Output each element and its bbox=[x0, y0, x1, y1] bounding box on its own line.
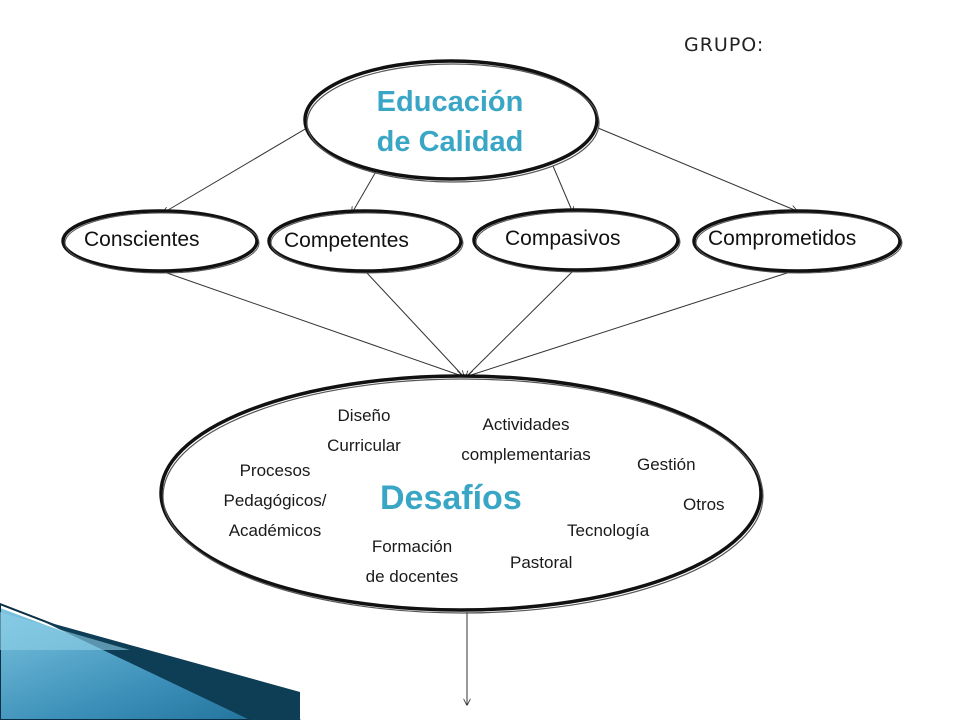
value-node-shapes bbox=[61, 208, 903, 274]
challenge-actividades-line2: complementarias bbox=[461, 445, 591, 464]
challenge-formacion-line2: de docentes bbox=[365, 567, 459, 586]
challenge-procesos-line1: Procesos bbox=[239, 461, 311, 480]
challenge-diseno-line2: Curricular bbox=[327, 436, 401, 455]
challenges-node-shape bbox=[159, 374, 763, 612]
challenge-otros: Otros bbox=[683, 495, 725, 514]
challenges-title: Desafíos bbox=[380, 479, 522, 517]
challenge-diseno: Diseño Curricular bbox=[314, 401, 414, 461]
challenges-node-shadow bbox=[162, 378, 764, 614]
corner-decoration bbox=[0, 602, 301, 720]
challenge-procesos-line3: Académicos bbox=[228, 521, 322, 540]
challenge-pastoral: Pastoral bbox=[510, 553, 573, 572]
main-node-shadow bbox=[306, 63, 600, 183]
challenge-diseno-line1: Diseño bbox=[337, 406, 391, 425]
challenge-formacion: Formación de docentes bbox=[342, 532, 482, 592]
challenge-formacion-line1: Formación bbox=[371, 537, 453, 556]
main-node-shape bbox=[303, 59, 599, 181]
node-competentes: Competentes bbox=[284, 229, 409, 252]
challenge-tecnologia: Tecnología bbox=[567, 521, 650, 540]
arrows-middle bbox=[166, 270, 791, 377]
node-conscientes: Conscientes bbox=[84, 228, 200, 251]
arrows-top bbox=[163, 124, 797, 213]
main-node-title: Educación de Calidad bbox=[330, 82, 570, 162]
main-node-line2: de Calidad bbox=[376, 126, 524, 158]
challenge-procesos-line2: Pedagógicos/ bbox=[223, 491, 327, 510]
challenge-actividades: Actividades complementarias bbox=[436, 410, 616, 470]
challenge-actividades-line1: Actividades bbox=[482, 415, 570, 434]
challenge-procesos: Procesos Pedagógicos/ Académicos bbox=[200, 456, 350, 546]
node-comprometidos: Comprometidos bbox=[708, 227, 857, 250]
challenge-gestion: Gestión bbox=[637, 455, 696, 474]
main-node-line1: Educación bbox=[376, 86, 524, 118]
grupo-label: GRUPO: bbox=[684, 34, 765, 56]
node-compasivos: Compasivos bbox=[505, 227, 621, 250]
